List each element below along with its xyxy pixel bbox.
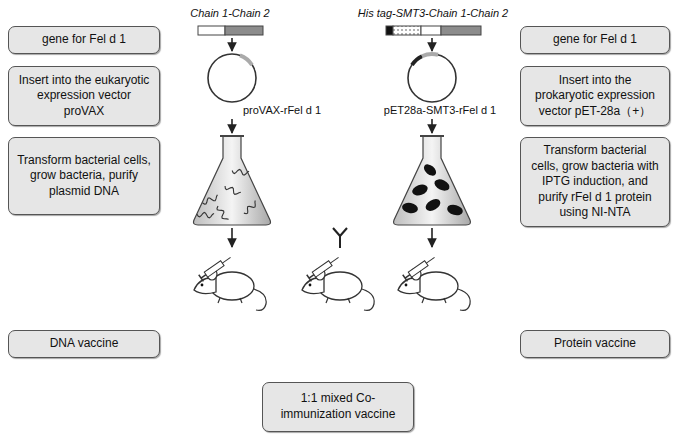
box-text: 1:1 mixed Co-immunization vaccine (275, 391, 401, 422)
step-box: Transform bacterial cells, grow bacteria… (8, 137, 160, 215)
step-box: Insert into the prokaryotic expression v… (520, 66, 670, 126)
box-text: Transform bacterial cells, grow bacteria… (529, 143, 661, 221)
gene-construct-label: Chain 1-Chain 2 (190, 7, 270, 20)
box-text: gene for Fel d 1 (553, 32, 637, 48)
antibody-symbol (333, 228, 347, 248)
culture-flask (194, 136, 271, 225)
box-text: Insert into the prokaryotic expression v… (529, 73, 661, 120)
gene-bar (386, 26, 481, 35)
step-box: gene for Fel d 1 (520, 26, 670, 54)
step-box: gene for Fel d 1 (8, 26, 160, 54)
box-text: DNA vaccine (50, 336, 119, 352)
plasmid-symbol (208, 54, 256, 102)
step-box: Transform bacterial cells, grow bacteria… (520, 137, 670, 227)
step-box: Insert into the eukaryotic expression ve… (8, 66, 160, 126)
vaccine-box: DNA vaccine (8, 330, 160, 358)
gene-bar (198, 26, 263, 35)
mouse-figure (398, 254, 470, 310)
mouse-figure (194, 254, 266, 310)
box-text: Transform bacterial cells, grow bacteria… (17, 153, 151, 200)
plasmid-label: pET28a-SMT3-rFel d 1 (384, 104, 496, 117)
vaccine-box: 1:1 mixed Co-immunization vaccine (262, 382, 414, 432)
mouse-figure (302, 254, 374, 310)
plasmid-symbol (408, 54, 456, 102)
plasmid-label: proVAX-rFel d 1 (243, 104, 321, 117)
box-text: Insert into the eukaryotic expression ve… (17, 73, 151, 120)
box-text: gene for Fel d 1 (42, 32, 126, 48)
culture-flask (394, 136, 471, 225)
vaccine-box: Protein vaccine (520, 330, 670, 358)
gene-construct-label: His tag-SMT3-Chain 1-Chain 2 (358, 7, 508, 20)
box-text: Protein vaccine (554, 336, 636, 352)
